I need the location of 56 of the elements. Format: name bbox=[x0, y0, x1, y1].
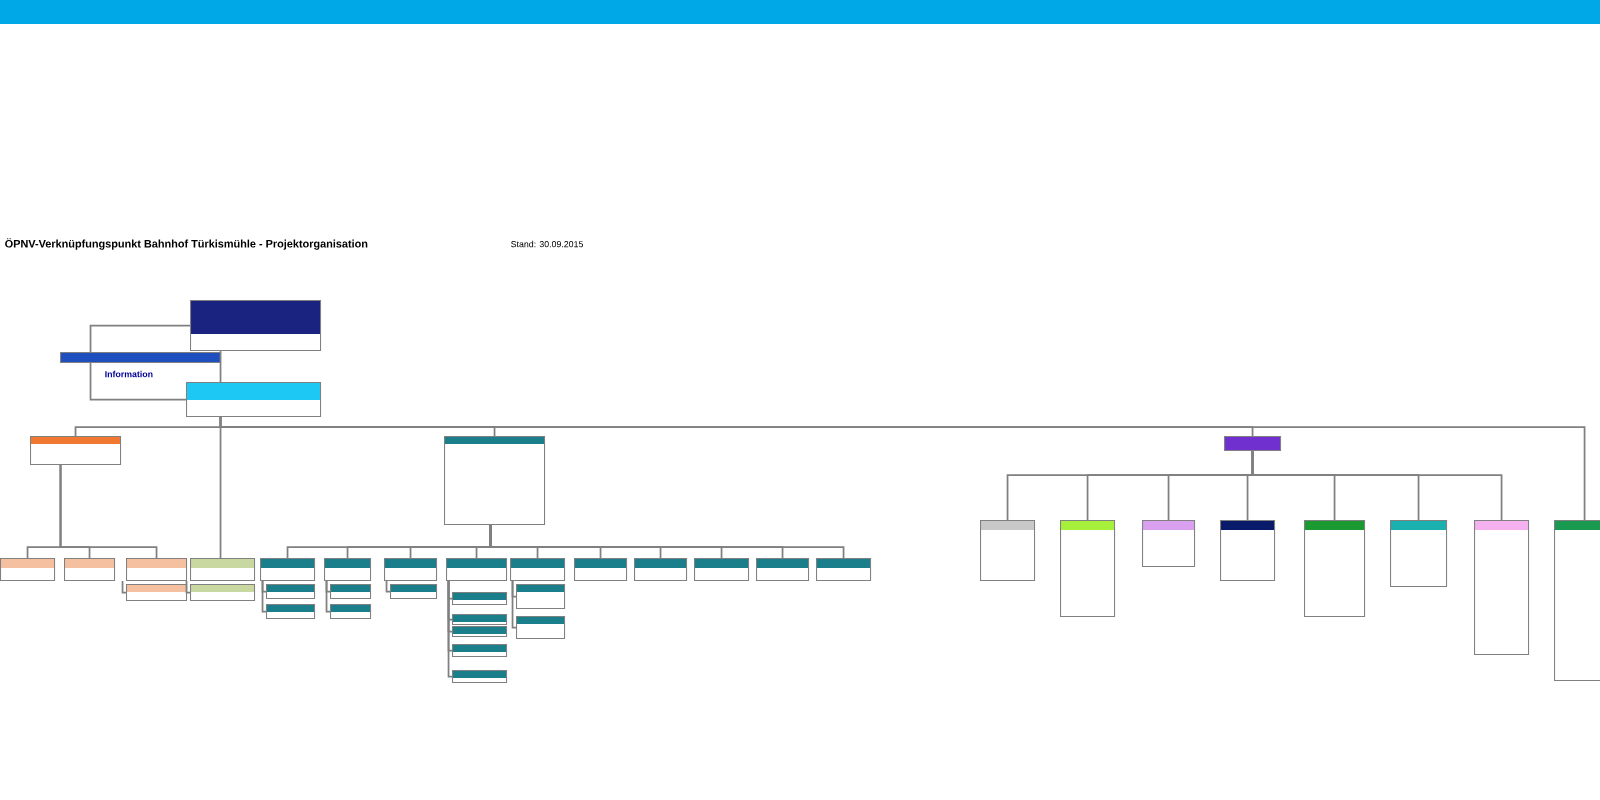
org-box bbox=[330, 584, 372, 600]
connector bbox=[185, 580, 191, 594]
org-box bbox=[324, 558, 372, 582]
connector bbox=[511, 580, 517, 629]
org-box bbox=[0, 558, 56, 582]
connector bbox=[447, 580, 453, 678]
org-box bbox=[1142, 520, 1196, 568]
org-box bbox=[452, 670, 508, 684]
org-box bbox=[126, 558, 188, 582]
org-box bbox=[260, 558, 316, 582]
org-box bbox=[1060, 520, 1116, 618]
org-box bbox=[190, 584, 256, 602]
org-box bbox=[816, 558, 872, 582]
org-box bbox=[516, 584, 566, 610]
connector bbox=[59, 464, 158, 559]
org-box bbox=[452, 592, 508, 606]
org-box bbox=[1554, 520, 1600, 682]
org-box bbox=[452, 614, 508, 626]
org-box bbox=[390, 584, 438, 600]
org-box bbox=[266, 584, 316, 600]
connector bbox=[89, 362, 187, 401]
org-box bbox=[1304, 520, 1366, 618]
org-box bbox=[980, 520, 1036, 582]
org-box bbox=[446, 558, 508, 582]
connector bbox=[261, 580, 267, 613]
connector bbox=[325, 580, 331, 613]
org-box bbox=[384, 558, 438, 582]
connector bbox=[1251, 450, 1503, 521]
org-box bbox=[266, 604, 316, 620]
connector bbox=[219, 350, 222, 383]
org-box bbox=[64, 558, 116, 582]
org-box bbox=[756, 558, 810, 582]
org-box bbox=[444, 436, 546, 526]
connector bbox=[219, 416, 222, 559]
connector bbox=[385, 580, 391, 593]
org-box bbox=[452, 626, 508, 638]
connector bbox=[121, 580, 127, 594]
org-box bbox=[1220, 520, 1276, 582]
org-box bbox=[516, 616, 566, 640]
org-box bbox=[1390, 520, 1448, 588]
org-box bbox=[694, 558, 750, 582]
org-box bbox=[30, 436, 122, 466]
org-box bbox=[452, 644, 508, 658]
org-box bbox=[1224, 436, 1282, 452]
org-box bbox=[1474, 520, 1530, 656]
org-box bbox=[186, 382, 322, 418]
org-box bbox=[330, 604, 372, 620]
org-box bbox=[510, 558, 566, 582]
org-box bbox=[60, 352, 222, 364]
org-box bbox=[574, 558, 628, 582]
org-box bbox=[190, 300, 322, 352]
connector bbox=[89, 324, 191, 353]
org-box bbox=[634, 558, 688, 582]
org-box bbox=[126, 584, 188, 602]
connector bbox=[489, 524, 845, 559]
org-box bbox=[190, 558, 256, 582]
